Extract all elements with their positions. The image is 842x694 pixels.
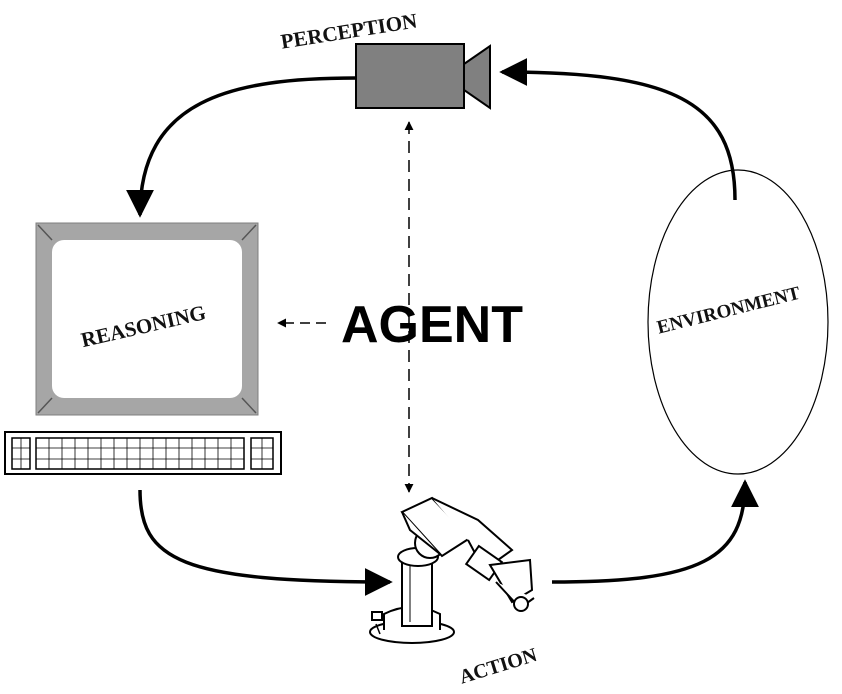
agent-title: AGENT	[341, 296, 523, 354]
keyboard-icon	[4, 431, 282, 475]
environment-label: ENVIRONMENT	[655, 283, 803, 339]
computer-monitor-icon	[35, 222, 259, 416]
perception-to-reasoning-arrow	[126, 76, 357, 218]
action-to-environment-arrow	[551, 479, 759, 584]
action-label: ACTION	[457, 644, 540, 689]
environment-ellipse	[647, 169, 829, 475]
video-camera-icon	[355, 43, 491, 110]
environment-to-perception-arrow	[499, 58, 737, 201]
robot-arm-icon	[369, 496, 535, 644]
reasoning-to-action-arrow	[138, 489, 393, 596]
